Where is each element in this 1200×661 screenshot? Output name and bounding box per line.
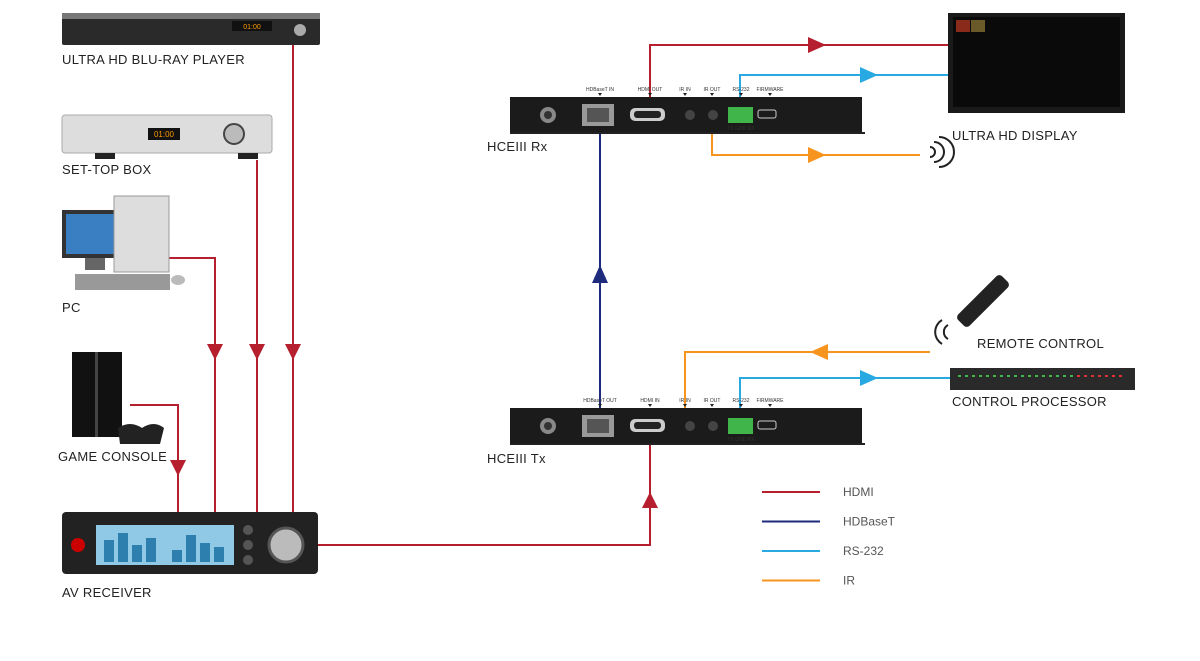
rx-port-label: FIRMWARE [756,87,784,93]
pc [62,195,185,290]
remote-control [934,275,1009,345]
hdmi-arrows [170,37,826,508]
hceiii-tx [509,407,865,445]
label-bluray: ULTRA HD BLU-RAY PLAYER [62,52,245,67]
hdmi-lines [130,44,948,546]
label-tx: HCEIII Tx [487,451,546,466]
legend-label: HDMI [843,485,874,499]
legend-label: IR [843,574,855,588]
game-console [72,352,164,444]
tx-port-label: FIRMWARE [756,398,784,404]
rx-port-label: HDMI OUT [638,87,663,93]
ultra-hd-display [948,13,1125,113]
tx-port-label: IR IN [679,398,691,404]
label-display: ULTRA HD DISPLAY [952,128,1078,143]
set-top-box: 01:00 [61,114,273,159]
tx-terminal-label: TX GND RX [727,437,755,443]
svg-text:01:00: 01:00 [243,24,261,31]
legend-label: HDBaseT [843,515,896,529]
hceiii-rx [509,96,865,134]
legend-label: RS-232 [843,544,884,558]
label-processor: CONTROL PROCESSOR [952,394,1107,409]
tx-port-label: RS-232 [733,398,750,404]
label-stb: SET-TOP BOX [62,162,152,177]
rx-port-label: HDBaseT IN [586,87,614,93]
ir-lines [684,115,930,428]
tx-port-label: HDBaseT OUT [583,398,617,404]
label-remote: REMOTE CONTROL [977,336,1104,351]
label-console: GAME CONSOLE [58,449,167,464]
label-rx: HCEIII Rx [487,139,548,154]
tx-port-label: HDMI IN [640,398,660,404]
label-pc: PC [62,300,81,315]
rx-port-label: IR IN [679,87,691,93]
control-processor [950,368,1135,390]
ir-emitter-icon [929,136,955,168]
bluray-player: 01:00 [62,13,320,45]
label-receiver: AV RECEIVER [62,585,152,600]
rx-port-label: IR OUT [704,87,721,93]
rx-port-label: RS-232 [733,87,750,93]
tx-port-label: IR OUT [704,398,721,404]
av-receiver [62,512,318,574]
svg-text:01:00: 01:00 [154,130,175,139]
rx-terminal-label: TX GND RX [727,126,755,132]
